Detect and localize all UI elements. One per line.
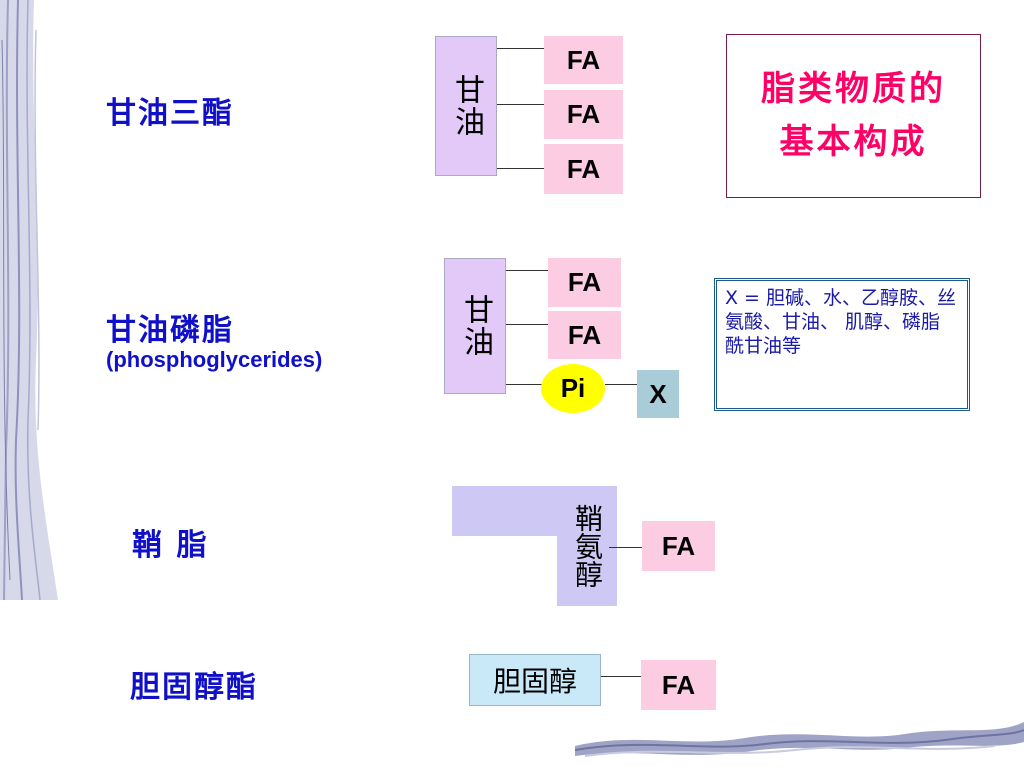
phospholipid-label: 甘油磷脂 — [106, 313, 234, 348]
triglyceride-fa-1: FA — [544, 36, 623, 84]
x-definition-note: X = 胆碱、水、乙醇胺、丝氨酸、甘油、 肌醇、磷脂酰甘油等 — [714, 278, 970, 411]
phospholipid-bond-2 — [506, 324, 548, 325]
triglyceride-fa-3: FA — [544, 144, 623, 194]
triglyceride-bond-1 — [497, 48, 544, 49]
cholesterol-ester-fa: FA — [641, 660, 716, 710]
sphingolipid-label: 鞘 脂 — [132, 528, 209, 563]
triglyceride-bond-2 — [497, 104, 544, 105]
title-line-2: 基本构成 — [779, 122, 928, 162]
triglyceride-fa-2: FA — [544, 90, 623, 139]
sphingolipid-fa: FA — [642, 521, 715, 571]
phospholipid-bond-3 — [506, 384, 542, 385]
headgroup-x: X — [637, 370, 679, 418]
note-text: X = 胆碱、水、乙醇胺、丝氨酸、甘油、 肌醇、磷脂酰甘油等 — [725, 287, 957, 357]
cholesterol: 胆固醇 — [469, 654, 601, 706]
triglyceride-glycerol: 甘油 — [435, 36, 497, 176]
phospholipid-fa-2: FA — [548, 311, 621, 359]
phosphate-pi: Pi — [541, 364, 605, 413]
phospholipid-fa-1: FA — [548, 258, 621, 307]
sphingosine-chain — [452, 486, 557, 536]
bottom-decoration — [575, 722, 1024, 757]
sphingolipid-bond — [609, 547, 642, 548]
phosphate-x-bond — [605, 384, 637, 385]
sphingosine: 鞘氨醇 — [557, 486, 617, 606]
cholesterol-ester-bond — [601, 676, 641, 677]
triglyceride-bond-3 — [497, 168, 544, 169]
phospholipid-bond-1 — [506, 270, 548, 271]
phospholipid-sublabel: (phosphoglycerides) — [106, 347, 323, 372]
phospholipid-glycerol: 甘油 — [444, 258, 506, 394]
title-line-1: 脂类物质的 — [761, 69, 946, 110]
left-decoration — [0, 0, 60, 600]
title-box: 脂类物质的 基本构成 — [726, 34, 981, 198]
triglyceride-label: 甘油三酯 — [106, 96, 234, 131]
cholesterol-ester-label: 胆固醇酯 — [130, 670, 258, 705]
